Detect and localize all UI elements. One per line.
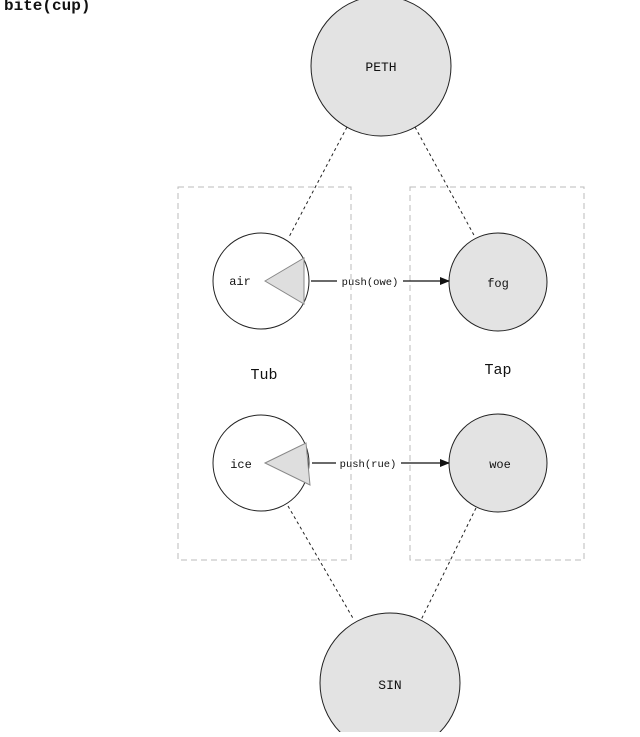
edge-ice-woe-label: push(rue) — [340, 459, 397, 471]
diagram-caption: bite(cup) — [4, 0, 91, 15]
node-peth-label: PETH — [365, 60, 396, 75]
group-tap-label: Tap — [484, 362, 511, 379]
node-ice-label: ice — [230, 458, 252, 472]
connector-woe-sin — [420, 507, 477, 621]
node-fog-label: fog — [487, 277, 509, 291]
group-tub-label: Tub — [250, 367, 277, 384]
connector-peth-fog — [414, 126, 476, 238]
group-tub-box — [177, 186, 352, 561]
node-air-label: air — [229, 275, 251, 289]
ice-wedge — [263, 442, 311, 486]
node-woe-label: woe — [489, 458, 511, 472]
node-ice — [212, 414, 310, 512]
node-peth — [310, 0, 452, 137]
edge-air-fog-label: push(owe) — [342, 277, 399, 289]
group-tap-box — [409, 186, 585, 561]
connector-ice-sin — [287, 505, 355, 621]
node-sin-label: SIN — [378, 678, 401, 693]
node-sin — [319, 612, 461, 737]
node-air — [212, 232, 310, 330]
connector-peth-air — [288, 126, 348, 238]
air-wedge — [264, 257, 305, 305]
